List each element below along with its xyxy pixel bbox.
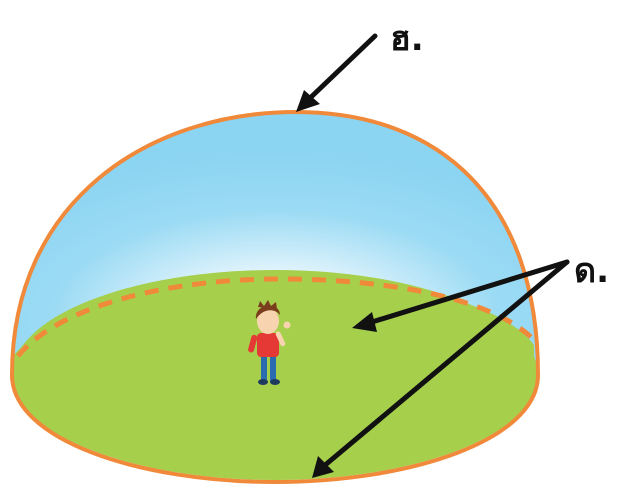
arrow-to-ground-edge: [312, 259, 570, 478]
ground-front-outline: [10, 374, 540, 485]
dome-outline: [10, 109, 540, 376]
boy-figure-icon: [248, 300, 291, 385]
arrow-to-ground-center: [352, 259, 570, 332]
arrow-to-dome: [296, 33, 378, 112]
label-right: ด.: [574, 251, 609, 291]
label-top: ฮ.: [390, 19, 424, 59]
horizon-dashed-line: [16, 276, 536, 358]
